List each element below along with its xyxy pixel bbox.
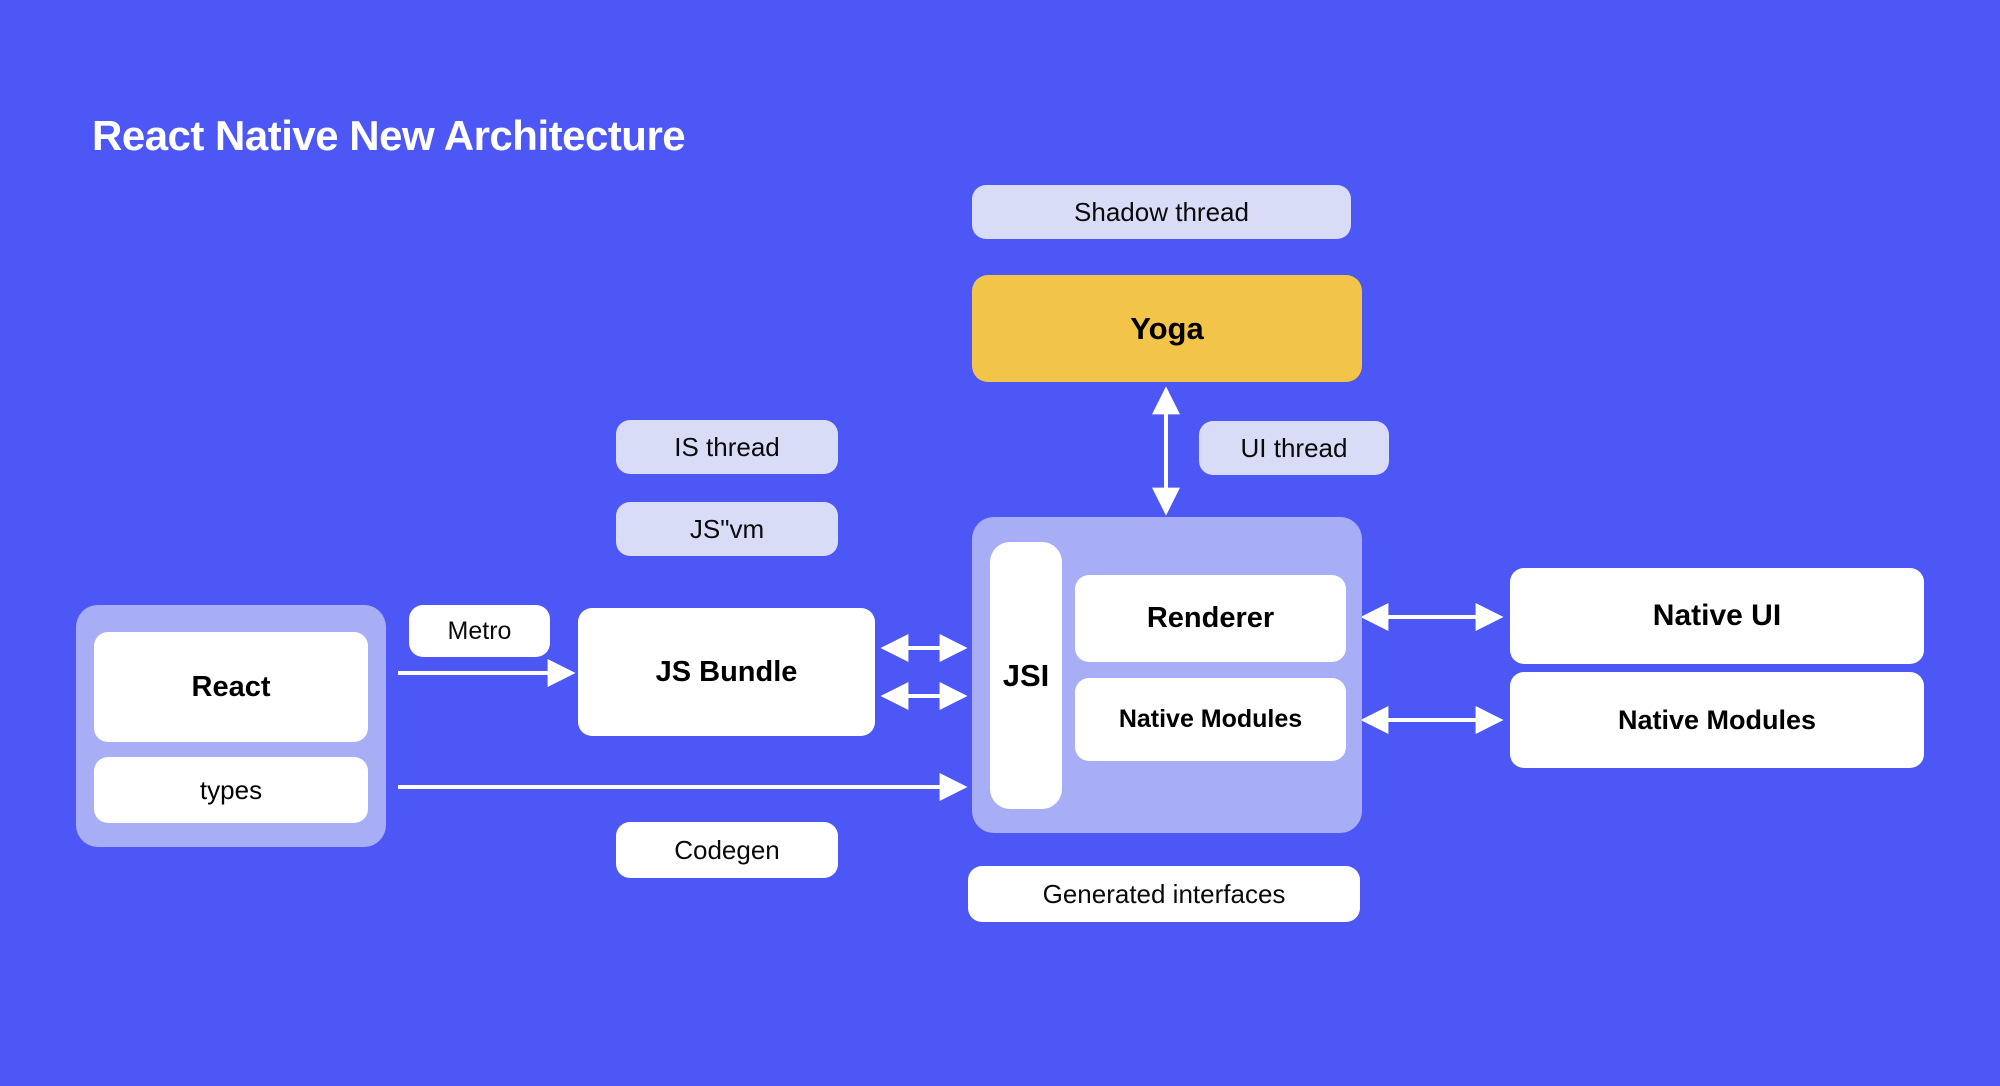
native-ui-label: Native UI [1652,599,1782,632]
shadow-thread-pill: Shadow thread [972,185,1351,239]
ui-thread-label: UI thread [1240,432,1348,463]
renderer-label: Renderer [1146,602,1275,634]
js-thread-pill: IS thread [616,420,838,474]
renderer-box[interactable]: Renderer [1075,575,1346,662]
native-modules-label: Native Modules [1617,704,1817,735]
react-box-label: React [191,670,271,703]
codegen-label-text: Codegen [674,834,780,865]
js-bundle-label: JS Bundle [655,655,798,688]
jsi-box[interactable]: JSI [990,542,1062,809]
react-box[interactable]: React [94,632,368,742]
yoga-box[interactable]: Yoga [972,275,1362,382]
ui-thread-pill: UI thread [1199,421,1389,475]
generated-interfaces-text: Generated interfaces [1042,878,1286,909]
page-title: React Native New Architecture [92,112,686,159]
js-thread-label: IS thread [674,431,780,462]
native-modules-box[interactable]: Native Modules [1510,672,1924,768]
metro-label: Metro [409,605,550,657]
bridge-native-modules-label: Native Modules [1118,705,1303,733]
generated-interfaces-label: Generated interfaces [968,866,1360,922]
js-vm-label: JS"vm [689,513,765,544]
codegen-label: Codegen [616,822,838,878]
native-ui-box[interactable]: Native UI [1510,568,1924,664]
metro-label-text: Metro [447,616,512,645]
js-bundle-box[interactable]: JS Bundle [578,608,875,736]
shadow-thread-label: Shadow thread [1074,196,1249,227]
jsi-label: JSI [1002,657,1050,693]
types-box[interactable]: types [94,757,368,823]
types-box-label: types [199,774,263,805]
js-vm-pill: JS"vm [616,502,838,556]
bridge-native-modules-box[interactable]: Native Modules [1075,678,1346,761]
yoga-label: Yoga [1130,310,1204,346]
